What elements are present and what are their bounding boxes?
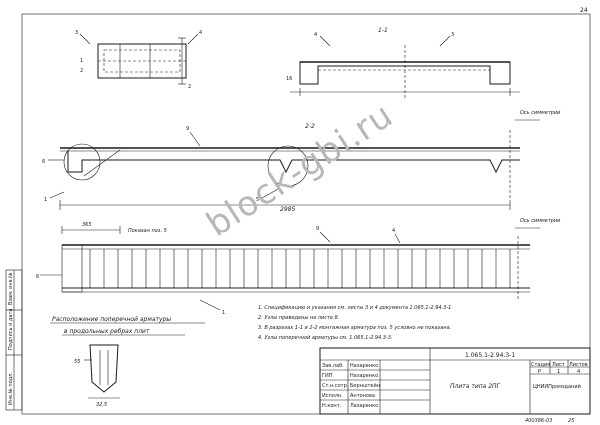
- sheet-value: 1: [557, 369, 560, 375]
- axis-label-1: Ось симметрии: [520, 110, 561, 116]
- sheets-value: 4: [577, 369, 580, 375]
- note-3: 3. В разрезах 1-1 и 2-2 монтажная армату…: [258, 325, 451, 331]
- callout-3a: 3: [75, 30, 78, 36]
- detail-caption-2: в продольных ребрах плит: [64, 328, 150, 335]
- dim-small-b: 32,5: [96, 402, 107, 408]
- dim-length: 2985: [280, 206, 295, 213]
- stage-header: Стадия: [531, 362, 550, 368]
- callout-1b: 1: [222, 310, 225, 316]
- callout-5b: 6: [36, 274, 39, 280]
- drawing-title: Плита типа 2ПГ: [450, 383, 501, 390]
- callout-9b: 9: [316, 226, 319, 232]
- sheet-header: Лист: [552, 362, 565, 368]
- name-4: Антонова: [350, 393, 375, 399]
- svg-text:1: 1: [80, 58, 83, 64]
- doc-code: 1.065.1-2.94.3-1: [465, 352, 515, 359]
- svg-text:3: 3: [451, 32, 454, 38]
- section-2-2: 2-2 Ось симметрии 2985 6 1 9 5: [42, 110, 561, 213]
- side-label-2: Подпись и дата: [8, 309, 14, 350]
- sheets-header: Листов: [569, 362, 588, 368]
- side-label-3: Инв.№ подл.: [8, 372, 14, 405]
- svg-text:4: 4: [314, 32, 317, 38]
- section-label-11: 1-1: [378, 27, 388, 34]
- role-3: Ст.н.сотр.: [322, 383, 349, 389]
- name-5: Лазаренко: [350, 403, 378, 409]
- organization: ЦНИИПромзданий: [533, 383, 581, 390]
- callout-4a: 4: [199, 30, 202, 36]
- rebar-label: Показан поз. 5: [128, 228, 167, 234]
- svg-text:2: 2: [188, 84, 191, 90]
- role-2: ГИП: [322, 373, 333, 379]
- svg-text:16: 16: [286, 76, 292, 82]
- axis-label-2: Ось симметрии: [520, 218, 561, 224]
- callout-6: 5: [256, 197, 259, 203]
- callout-5: 6: [42, 159, 45, 165]
- plan-view: 3 4 1 2 2: [75, 30, 202, 90]
- binding-strip: Взам. инв.№ Подпись и дата Инв.№ подл.: [5, 269, 23, 411]
- page-number: 24: [580, 7, 588, 14]
- detail-section: Расположение поперечной арматуры в продо…: [50, 316, 205, 408]
- section-1-1: 1-1 4 3 16: [286, 27, 520, 100]
- detail-caption-1: Расположение поперечной арматуры: [52, 316, 171, 323]
- name-3: Бернштейн: [350, 382, 380, 389]
- note-4: 4. Узлы поперечной арматуры см. 1.065.1-…: [258, 335, 393, 341]
- dim-left: 365: [82, 222, 92, 228]
- stamp-code: 400386-03: [525, 418, 552, 424]
- svg-text:2: 2: [80, 68, 83, 74]
- note-1: 1. Спецификацию и указания см. листы 3 и…: [258, 305, 451, 311]
- sheet-frame: [21, 13, 591, 415]
- section-label-22: 2-2: [305, 123, 315, 130]
- rebar-elevation: Ось симметрии 365 Показан поз. 5 6 1 9 4: [36, 218, 561, 316]
- callout-1a: 1: [44, 197, 47, 203]
- dim-small-a: 55: [74, 359, 80, 365]
- role-5: Н.конт.: [322, 403, 342, 409]
- callout-9a: 9: [186, 126, 189, 132]
- note-2: 2. Узлы приведены на листе 8.: [258, 315, 339, 321]
- notes: 1. Спецификацию и указания см. листы 3 и…: [258, 305, 451, 341]
- role-1: Зав.лаб.: [322, 363, 344, 369]
- title-block: 1.065.1-2.94.3-1 Зав.лаб. ГИП Ст.н.сотр.…: [319, 347, 591, 415]
- stamp-sheet: 25: [568, 418, 574, 424]
- side-label-1: Взам. инв.№: [8, 272, 14, 305]
- callout-4b: 4: [392, 228, 395, 234]
- stage-value: Р: [538, 369, 541, 375]
- role-4: Исполн.: [322, 393, 343, 399]
- name-1: Назаренко: [350, 363, 378, 369]
- name-2: Назаренко: [350, 373, 378, 379]
